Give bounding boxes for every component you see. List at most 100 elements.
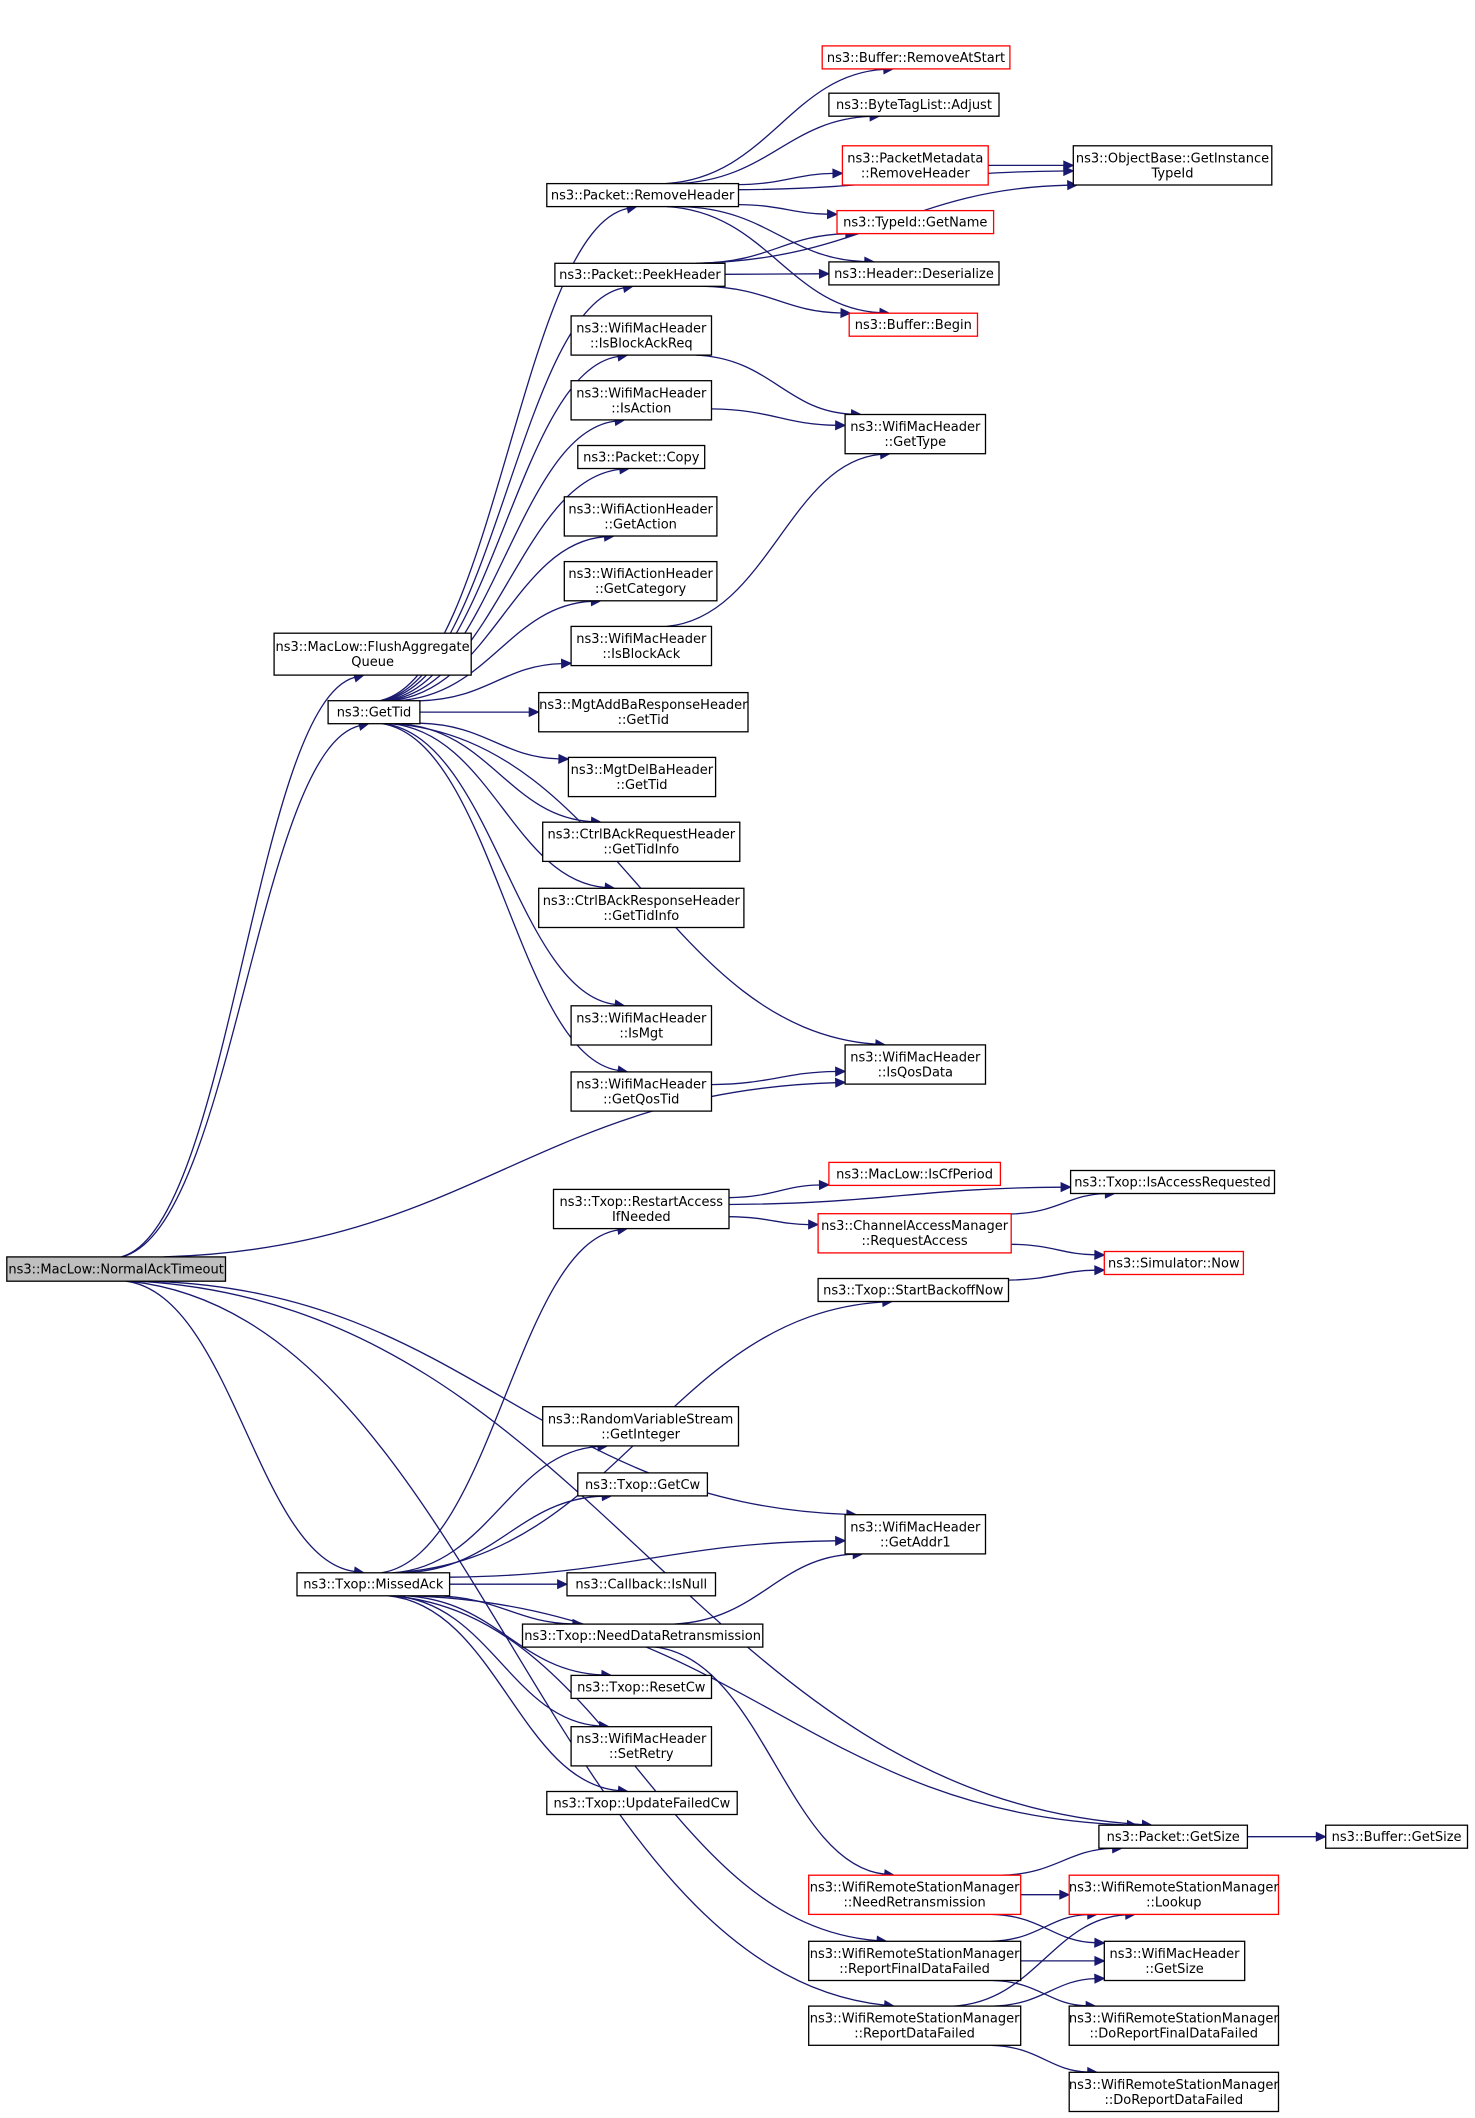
node-box — [1068, 2005, 1280, 2046]
node-buffer-get-size[interactable]: ns3::Buffer::GetSize — [1325, 1824, 1469, 1849]
node-random-get-integer[interactable]: ns3::RandomVariableStream::GetInteger — [542, 1406, 740, 1447]
node-packet-metadata-remove-header[interactable]: ns3::PacketMetadata::RemoveHeader — [841, 145, 989, 186]
node-label-line: ns3::Txop::UpdateFailedCw — [554, 1796, 731, 1811]
edge-line — [128, 1280, 885, 2006]
node-packet-remove-header[interactable]: ns3::Packet::RemoveHeader — [546, 182, 740, 208]
node-label-line: ns3::ObjectBase::GetInstance — [1076, 151, 1269, 166]
node-channel-access-request-access[interactable]: ns3::ChannelAccessManager::RequestAccess — [817, 1213, 1012, 1254]
node-set-retry[interactable]: ns3::WifiMacHeader::SetRetry — [570, 1726, 713, 1767]
node-box — [808, 1874, 1022, 1916]
node-txop-reset-cw[interactable]: ns3::Txop::ResetCw — [570, 1674, 713, 1700]
edge-line — [738, 203, 828, 215]
node-box — [570, 1005, 713, 1046]
node-type-id-get-name[interactable]: ns3::TypeId::GetName — [836, 209, 995, 235]
node-txop-is-access-requested[interactable]: ns3::Txop::IsAccessRequested — [1069, 1169, 1276, 1195]
node-box — [828, 261, 1000, 286]
node-label-line: ::IsMgt — [619, 1026, 663, 1041]
node-label-line: ns3::WifiMacHeader — [576, 1078, 707, 1093]
node-station-lookup[interactable]: ns3::WifiRemoteStationManager::Lookup — [1068, 1874, 1279, 1916]
node-mac-get-type[interactable]: ns3::WifiMacHeader::GetType — [844, 413, 987, 455]
node-box — [836, 209, 995, 235]
node-label-line: ns3::WifiMacHeader — [576, 1011, 707, 1026]
node-box — [821, 45, 1011, 70]
node-is-qos-data[interactable]: ns3::WifiMacHeader::IsQosData — [844, 1044, 987, 1085]
node-box — [1068, 2071, 1280, 2113]
node-label-line: ns3::Txop::NeedDataRetransmission — [524, 1629, 761, 1644]
node-txop-get-cw[interactable]: ns3::Txop::GetCw — [577, 1472, 709, 1497]
node-is-block-ack[interactable]: ns3::WifiMacHeader::IsBlockAck — [570, 625, 713, 667]
node-delba-get-tid[interactable]: ns3::MgtDelBaHeader::GetTid — [567, 756, 717, 798]
node-do-report-final-data-failed[interactable]: ns3::WifiRemoteStationManager::DoReportF… — [1068, 2005, 1280, 2046]
node-label-line: ::GetTidInfo — [603, 843, 679, 858]
edge-get-tid-to-is-block-ack — [419, 658, 573, 702]
node-label-line: ns3::WifiMacHeader — [576, 322, 707, 337]
node-buffer-remove-at-start[interactable]: ns3::Buffer::RemoveAtStart — [821, 45, 1011, 70]
node-packet-peek-header[interactable]: ns3::Packet::PeekHeader — [554, 262, 726, 287]
node-label-line: Queue — [351, 655, 394, 670]
node-is-mgt[interactable]: ns3::WifiMacHeader::IsMgt — [570, 1005, 713, 1046]
node-mac-low-is-cf-period[interactable]: ns3::MacLow::IsCfPeriod — [828, 1161, 1002, 1187]
node-box — [542, 821, 741, 863]
node-label-line: ::RemoveHeader — [861, 166, 971, 181]
node-is-block-ack-req[interactable]: ns3::WifiMacHeader::IsBlockAckReq — [570, 315, 713, 356]
node-need-data-retransmission[interactable]: ns3::Txop::NeedDataRetransmission — [521, 1623, 764, 1648]
node-packet-copy[interactable]: ns3::Packet::Copy — [577, 444, 706, 470]
edge-txop-start-backoff-now-to-simulator-now — [1008, 1265, 1106, 1281]
arrowhead-icon — [528, 707, 540, 718]
node-get-tid[interactable]: ns3::GetTid — [327, 700, 421, 725]
node-label-line: ns3::WifiRemoteStationManager — [810, 1947, 1020, 1962]
node-txop-missed-ack[interactable]: ns3::Txop::MissedAck — [296, 1572, 451, 1597]
node-label-line: ns3::Simulator::Now — [1108, 1256, 1240, 1271]
node-box — [566, 1572, 717, 1597]
edge-channel-access-request-access-to-simulator-now — [1011, 1243, 1106, 1260]
node-get-qos-tid[interactable]: ns3::WifiMacHeader::GetQosTid — [570, 1071, 713, 1112]
node-action-get-category[interactable]: ns3::WifiActionHeader::GetCategory — [563, 560, 718, 602]
node-label-line: ::GetType — [884, 435, 946, 450]
edge-packet-remove-header-to-packet-metadata-remove-header — [738, 168, 844, 186]
node-addba-get-tid[interactable]: ns3::MgtAddBaResponseHeader::GetTid — [538, 691, 749, 733]
node-box — [546, 182, 740, 208]
node-update-failed-cw[interactable]: ns3::Txop::UpdateFailedCw — [546, 1790, 738, 1816]
node-label-line: ::IsBlockAckReq — [590, 337, 693, 352]
node-callback-is-null[interactable]: ns3::Callback::IsNull — [566, 1572, 717, 1597]
node-is-action[interactable]: ns3::WifiMacHeader::IsAction — [570, 380, 713, 421]
node-bar-get-tid-info[interactable]: ns3::CtrlBAckRequestHeader::GetTidInfo — [542, 821, 741, 863]
node-get-addr1[interactable]: ns3::WifiMacHeader::GetAddr1 — [844, 1514, 987, 1555]
arrowhead-icon — [840, 307, 852, 319]
node-mac-get-size[interactable]: ns3::WifiMacHeader::GetSize — [1103, 1940, 1246, 1982]
edge-packet-peek-header-to-header-deserialize — [724, 268, 831, 279]
node-do-report-data-failed[interactable]: ns3::WifiRemoteStationManager::DoReportD… — [1068, 2071, 1280, 2113]
edge-restart-access-if-needed-to-txop-is-access-requested — [728, 1182, 1072, 1206]
node-byte-tag-list-adjust[interactable]: ns3::ByteTagList::Adjust — [828, 92, 1000, 117]
node-label-line: ns3::TypeId::GetName — [843, 216, 987, 231]
node-label-line: ns3::MacLow::IsCfPeriod — [836, 1167, 993, 1182]
node-box — [808, 2005, 1022, 2046]
node-label-line: ns3::WifiMacHeader — [850, 1520, 981, 1535]
node-report-final-data-failed[interactable]: ns3::WifiRemoteStationManager::ReportFin… — [808, 1940, 1022, 1982]
node-header-deserialize[interactable]: ns3::Header::Deserialize — [828, 261, 1000, 286]
node-buffer-begin[interactable]: ns3::Buffer::Begin — [848, 312, 979, 337]
node-box — [570, 1071, 713, 1112]
arrowhead-icon — [834, 1077, 847, 1088]
edge-line — [383, 420, 616, 702]
node-action-get-action[interactable]: ns3::WifiActionHeader::GetAction — [563, 496, 718, 537]
node-need-retransmission[interactable]: ns3::WifiRemoteStationManager::NeedRetra… — [808, 1874, 1022, 1916]
node-label-line: ::SetRetry — [609, 1747, 674, 1762]
node-packet-get-size[interactable]: ns3::Packet::GetSize — [1098, 1824, 1249, 1849]
node-ba-get-tid-info[interactable]: ns3::CtrlBAckResponseHeader::GetTidInfo — [538, 887, 745, 929]
node-txop-start-backoff-now[interactable]: ns3::Txop::StartBackoffNow — [817, 1277, 1010, 1303]
arrowhead-icon — [1094, 1249, 1106, 1260]
arrowhead-icon — [557, 1579, 569, 1590]
node-normal-ack-timeout[interactable]: ns3::MacLow::NormalAckTimeout — [6, 1256, 227, 1282]
node-simulator-now[interactable]: ns3::Simulator::Now — [1103, 1250, 1245, 1276]
node-box — [570, 380, 713, 421]
node-box — [848, 312, 979, 337]
node-label-line: ns3::Txop::MissedAck — [303, 1578, 444, 1593]
edge-line — [702, 285, 842, 314]
edge-get-tid-to-ba-get-tid-info — [389, 722, 616, 893]
node-report-data-failed[interactable]: ns3::WifiRemoteStationManager::ReportDat… — [808, 2005, 1022, 2046]
node-label-line: ns3::RandomVariableStream — [548, 1412, 734, 1427]
